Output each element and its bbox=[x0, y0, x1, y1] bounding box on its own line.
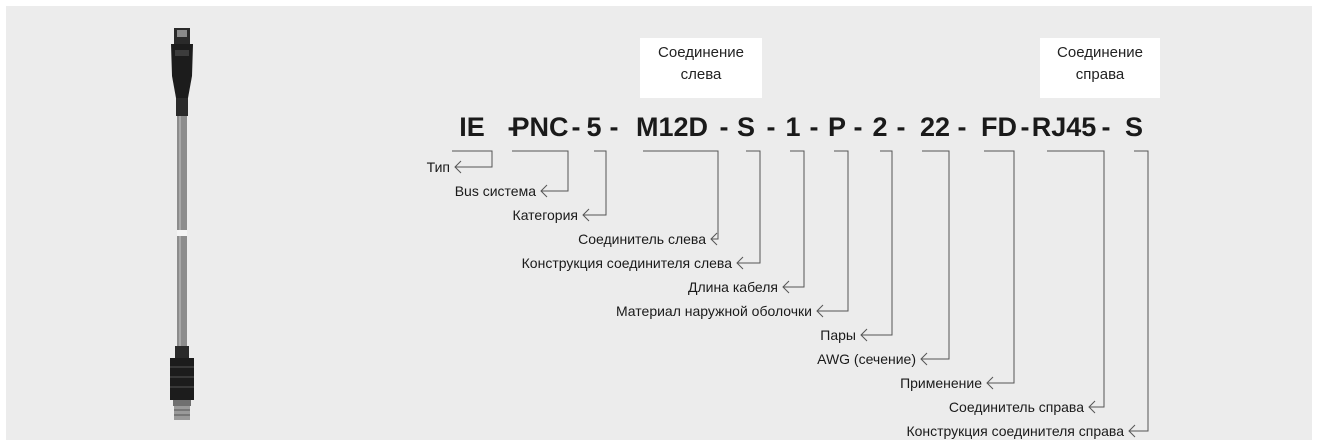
bracket-line bbox=[1047, 150, 1105, 408]
code-segment: S bbox=[1125, 112, 1143, 142]
field-label: Конструкция соединителя справа bbox=[906, 423, 1124, 439]
arrow-icon bbox=[582, 208, 590, 222]
bracket-line bbox=[861, 150, 893, 336]
field-label: Длина кабеля bbox=[688, 279, 778, 295]
field-label: Соединитель слева bbox=[578, 231, 706, 247]
code-separator: - bbox=[810, 112, 819, 142]
connection-right-box: Соединение справа bbox=[1040, 38, 1160, 98]
field-label: Категория bbox=[513, 207, 578, 223]
arrow-icon bbox=[710, 232, 718, 246]
cable-image bbox=[170, 28, 194, 420]
arrow-icon bbox=[454, 160, 462, 174]
code-segment: 22 bbox=[920, 112, 950, 142]
arrow-icon bbox=[1088, 400, 1096, 414]
diagram-panel: Соединение слева Соединение справа IE PNC… bbox=[6, 6, 1312, 440]
bracket-line bbox=[737, 150, 761, 264]
field-label: Конструкция соединителя слева bbox=[522, 255, 733, 271]
code-segment: M12D bbox=[636, 112, 708, 142]
bracket-line bbox=[643, 150, 719, 240]
code-separator: - bbox=[767, 112, 776, 142]
bracket-line bbox=[1129, 150, 1149, 432]
code-segment: IE bbox=[459, 112, 485, 142]
bracket-line bbox=[452, 150, 493, 168]
arrow-icon bbox=[736, 256, 744, 270]
bracket-line bbox=[512, 150, 569, 192]
field-label: AWG (сечение) bbox=[817, 351, 916, 367]
code-separator: - bbox=[720, 112, 729, 142]
field-label: Применение bbox=[900, 375, 982, 391]
code-segment: PNC bbox=[511, 112, 568, 142]
code-separator: - bbox=[508, 112, 517, 142]
bracket-line bbox=[817, 150, 849, 312]
field-label: Тип bbox=[427, 159, 450, 175]
code-separator: - bbox=[854, 112, 863, 142]
code-segment: RJ45 bbox=[1032, 112, 1097, 142]
arrow-icon bbox=[816, 304, 824, 318]
code-separator: - bbox=[958, 112, 967, 142]
field-label: Bus система bbox=[455, 183, 537, 199]
code-separator: - bbox=[610, 112, 619, 142]
code-separator: - bbox=[572, 112, 581, 142]
field-label: Пары bbox=[820, 327, 856, 343]
bracket-line bbox=[783, 150, 805, 288]
arrow-icon bbox=[920, 352, 928, 366]
arrow-icon bbox=[540, 184, 548, 198]
code-separator: - bbox=[1102, 112, 1111, 142]
code-separator: - bbox=[897, 112, 906, 142]
bracket-line bbox=[583, 150, 607, 216]
code-segment: 1 bbox=[785, 112, 800, 142]
bracket-line bbox=[984, 150, 1015, 384]
connection-left-line2: слева bbox=[680, 66, 722, 83]
arrow-icon bbox=[1128, 424, 1136, 438]
bracket-line bbox=[921, 150, 950, 360]
arrow-icon bbox=[860, 328, 868, 342]
code-segment: S bbox=[737, 112, 755, 142]
field-label: Соединитель справа bbox=[949, 399, 1084, 415]
code-separator: - bbox=[1021, 112, 1030, 142]
connection-left-box: Соединение слева bbox=[640, 38, 762, 98]
field-label: Материал наружной оболочки bbox=[616, 303, 812, 319]
connection-left-line1: Соединение bbox=[658, 44, 744, 61]
connection-right-line2: справа bbox=[1075, 66, 1125, 83]
code-segment: P bbox=[828, 112, 846, 142]
code-segment: 5 bbox=[586, 112, 601, 142]
arrow-icon bbox=[782, 280, 790, 294]
connection-right-line1: Соединение bbox=[1057, 44, 1143, 61]
code-segment: 2 bbox=[872, 112, 887, 142]
code-segment: FD bbox=[981, 112, 1017, 142]
arrow-icon bbox=[986, 376, 994, 390]
